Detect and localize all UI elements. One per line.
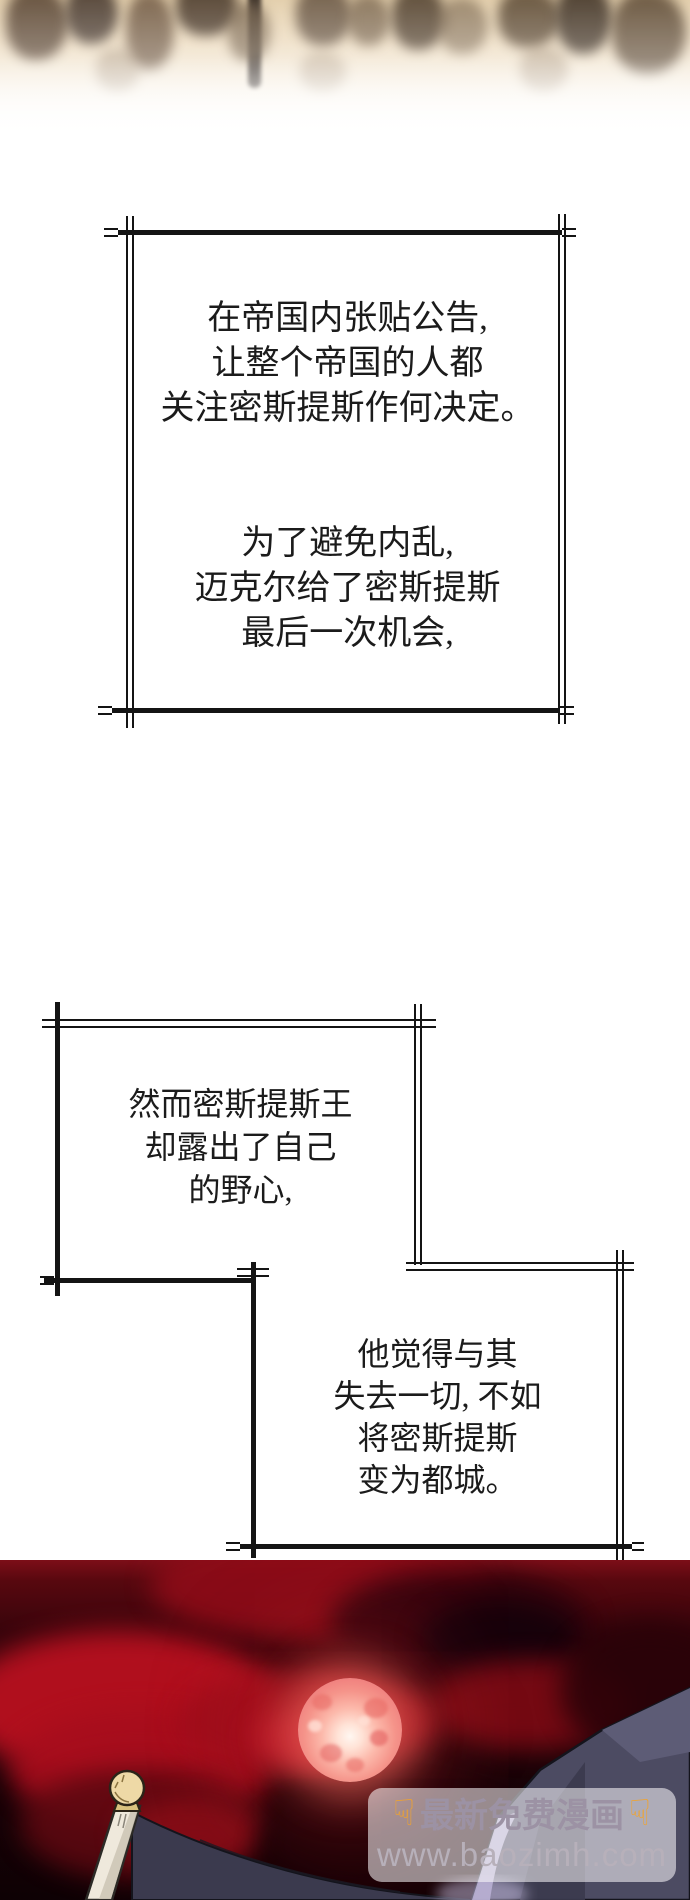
moon-crater [364,1698,388,1718]
red-moon [298,1678,402,1782]
panel-border [126,216,134,728]
narration-line: 将密斯提斯 [357,1420,518,1456]
panel-background [57,1022,424,1282]
panel-border [251,1262,256,1558]
moon-crater [370,1730,388,1746]
panel-corner-tick [104,228,118,237]
moon-crater [320,1744,342,1762]
narration-text: 他觉得与其 失去一切, 不如 将密斯提斯 变为都城。 [253,1333,622,1501]
panel-border [406,1262,634,1271]
narration-line: 在帝国内张贴公告, [207,300,488,337]
watermark-title-row: ☟ 最新免费漫画 ☟ [393,1796,651,1836]
narration-line: 变为都城。 [357,1462,518,1498]
moon-crater [358,1716,370,1726]
panel-corner-tick [98,706,112,715]
narration-line: 他觉得与其 [357,1336,518,1372]
narration-line: 然而密斯提斯王 [128,1086,353,1122]
moon-crater [308,1720,322,1732]
flagpole [84,1769,146,1900]
narration-line: 的野心, [188,1172,293,1208]
pointing-down-icon: ☟ [629,1793,651,1834]
panel-border [616,1250,624,1560]
narration-text: 在帝国内张贴公告, 让整个帝国的人都 关注密斯提斯作何决定。 [129,296,566,431]
panel-border [414,1004,422,1270]
narration-text: 然而密斯提斯王 却露出了自己 的野心, [57,1083,424,1212]
faded-crowd-artwork [0,0,690,142]
panel-border [240,1544,632,1549]
narration-line: 关注密斯提斯作何决定。 [160,390,535,427]
narration-line: 迈克尔给了密斯提斯 [194,570,501,607]
panel-border [118,230,562,235]
panel-corner-tick [560,706,574,715]
narration-text: 为了避免内乱, 迈克尔给了密斯提斯 最后一次机会, [129,521,566,656]
watermark-title: 最新免费漫画 [420,1797,624,1835]
pointing-down-icon: ☟ [393,1793,415,1834]
panel-border [112,708,560,713]
panel-corner-tick [562,228,576,237]
panel-border [55,1002,60,1296]
moon-crater [312,1694,332,1710]
panel-border [44,1278,420,1283]
moon-crater [346,1758,364,1772]
white-fade-overlay [0,0,690,142]
red-moon-scene: ☟ 最新免费漫画 ☟ www.baozimh.com [0,1560,690,1900]
watermark-url: www.baozimh.com [376,1836,668,1873]
panel-corner-tick [237,1268,269,1277]
panel-background [129,232,566,712]
panel-corner-tick [632,1542,644,1551]
panel-corner-tick [40,1276,54,1285]
panel-corner-tick [226,1542,240,1551]
panel-border [558,214,566,724]
narration-line: 让整个帝国的人都 [211,345,484,382]
narration-line: 却露出了自己 [144,1129,337,1165]
narration-line: 失去一切, 不如 [333,1378,542,1414]
narration-line: 最后一次机会, [241,615,454,652]
watermark: ☟ 最新免费漫画 ☟ www.baozimh.com [368,1788,676,1882]
panel-background [253,1265,622,1548]
narration-line: 为了避免内乱, [241,525,454,562]
panel-border [42,1019,436,1028]
